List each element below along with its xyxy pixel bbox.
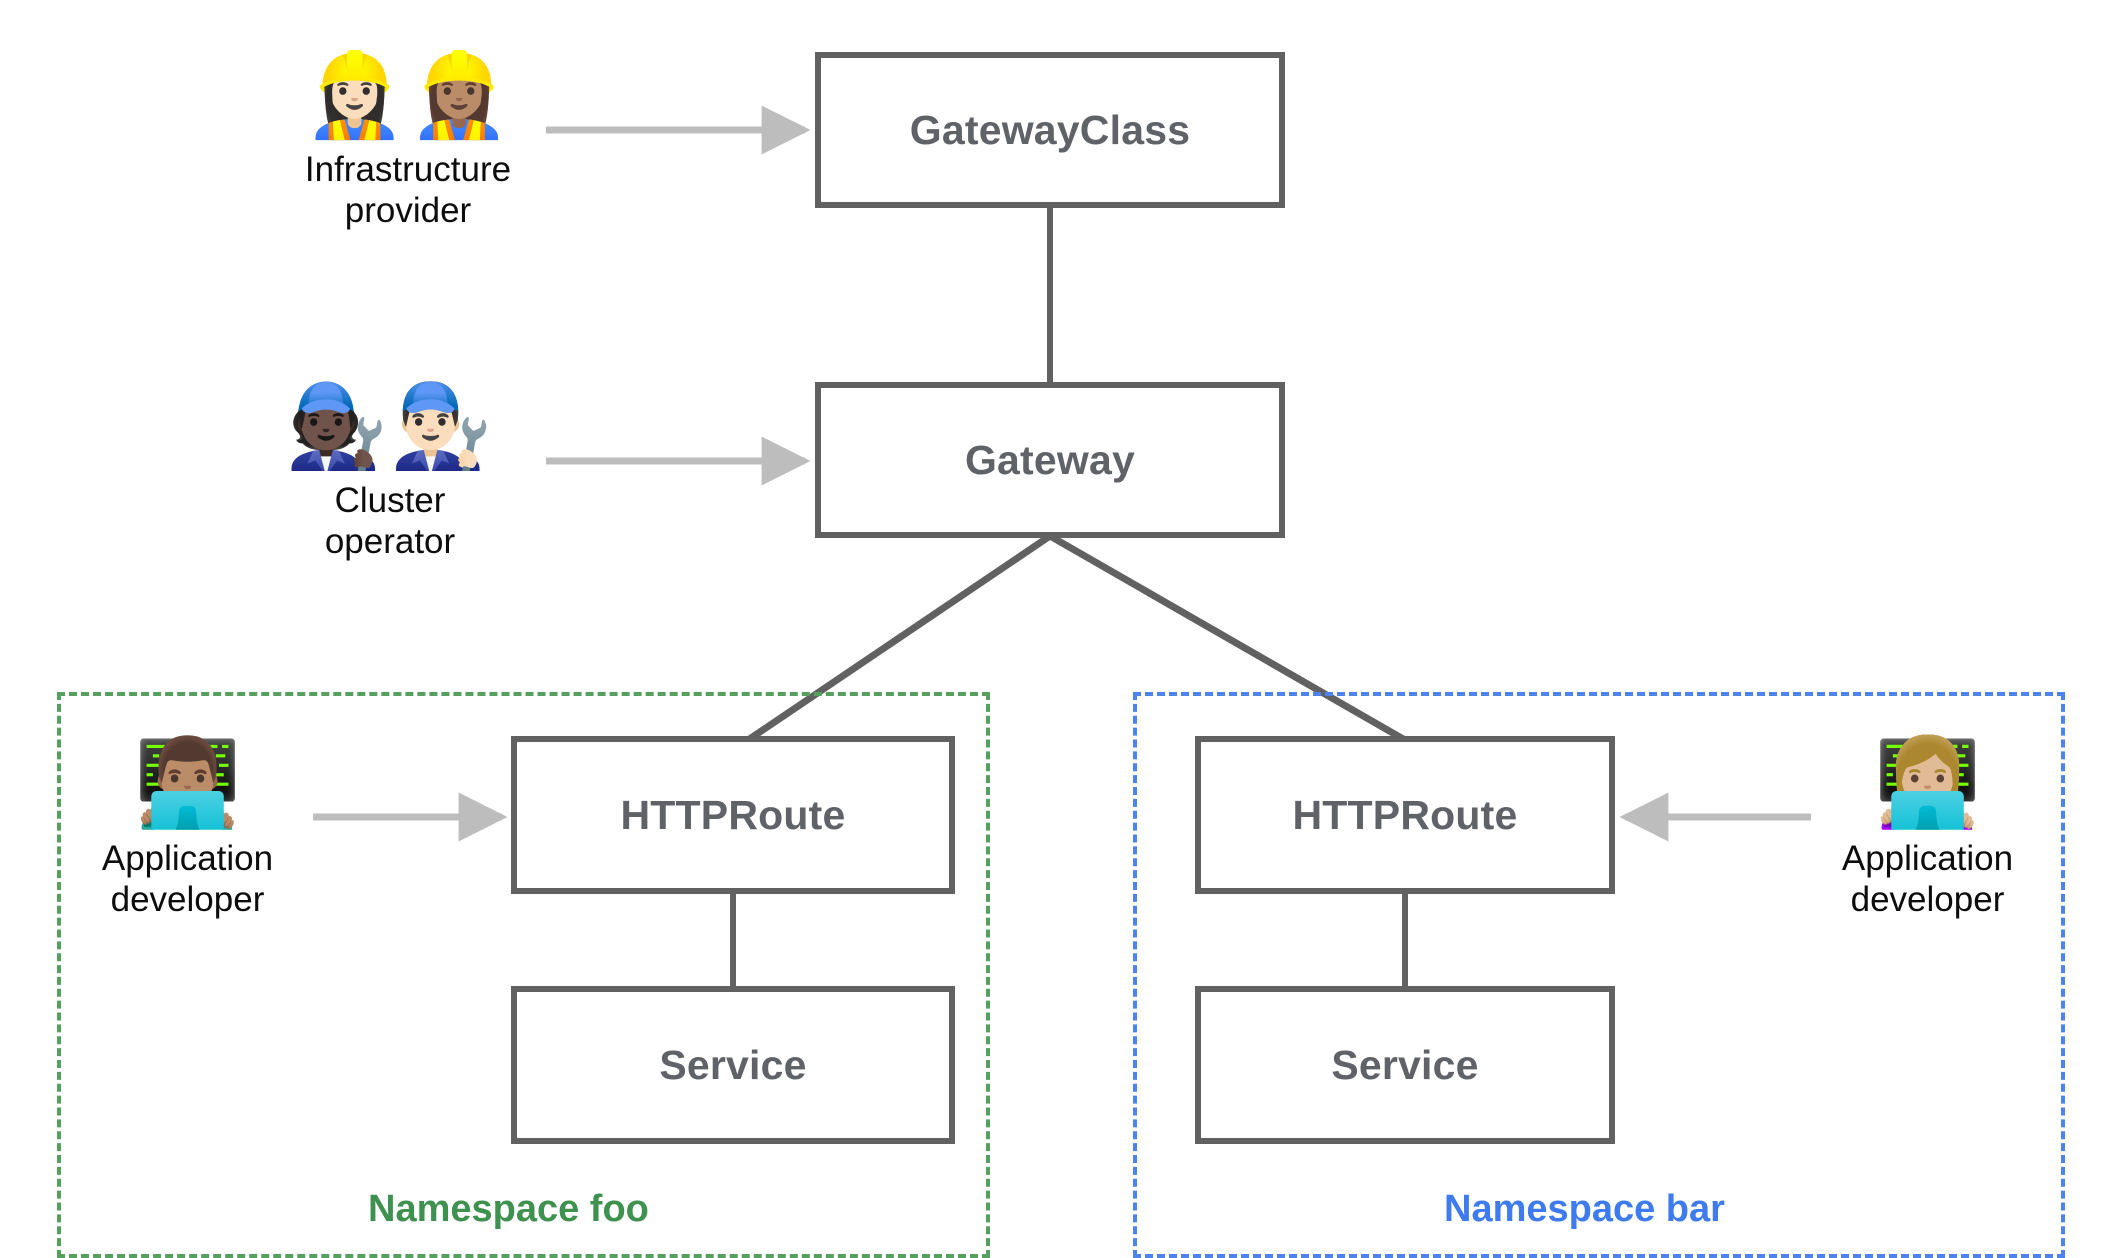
node-service-bar-label: Service: [1331, 1041, 1479, 1088]
edge-gateway-to-httproute-bar: [1048, 532, 1407, 744]
namespace-foo-label: Namespace foo: [368, 1188, 649, 1230]
mechanic-icon: 🧑🏿‍🔧👨🏻‍🔧: [285, 379, 495, 474]
node-gateway-label: Gateway: [964, 436, 1136, 483]
node-gateway[interactable]: Gateway: [815, 382, 1285, 538]
persona-cluster-operator: 🧑🏿‍🔧👨🏻‍🔧 Cluster operator: [250, 386, 530, 563]
node-gatewayclass[interactable]: GatewayClass: [815, 52, 1285, 208]
node-httproute-foo[interactable]: HTTPRoute: [511, 736, 955, 894]
node-httproute-bar-label: HTTPRoute: [1292, 791, 1518, 838]
namespace-foo-container: [57, 692, 990, 1258]
persona-application-developer-bar-caption: Application developer: [1841, 839, 2014, 920]
node-service-foo[interactable]: Service: [511, 986, 955, 1144]
namespace-bar-container: [1133, 692, 2065, 1258]
node-service-foo-label: Service: [659, 1041, 807, 1088]
persona-infrastructure-provider-caption: Infrastructure provider: [304, 150, 512, 231]
man-technologist-icon: 👨🏽‍💻: [133, 733, 242, 833]
node-httproute-bar[interactable]: HTTPRoute: [1195, 736, 1615, 894]
node-httproute-foo-label: HTTPRoute: [620, 791, 846, 838]
woman-technologist-icon: 👩🏼‍💻: [1873, 733, 1982, 833]
persona-application-developer-foo: 👨🏽‍💻 Application developer: [80, 740, 295, 921]
node-gatewayclass-label: GatewayClass: [909, 106, 1191, 153]
persona-application-developer-bar: 👩🏼‍💻 Application developer: [1820, 740, 2035, 921]
edge-gateway-to-httproute-foo: [746, 533, 1052, 743]
persona-infrastructure-provider: 👷🏻‍♀️👷🏽‍♀️ Infrastructure provider: [268, 55, 548, 232]
persona-cluster-operator-caption: Cluster operator: [324, 481, 456, 562]
persona-application-developer-foo-caption: Application developer: [101, 839, 274, 920]
construction-worker-icon: 👷🏻‍♀️👷🏽‍♀️: [303, 48, 513, 143]
node-service-bar[interactable]: Service: [1195, 986, 1615, 1144]
namespace-bar-label: Namespace bar: [1444, 1188, 1725, 1230]
